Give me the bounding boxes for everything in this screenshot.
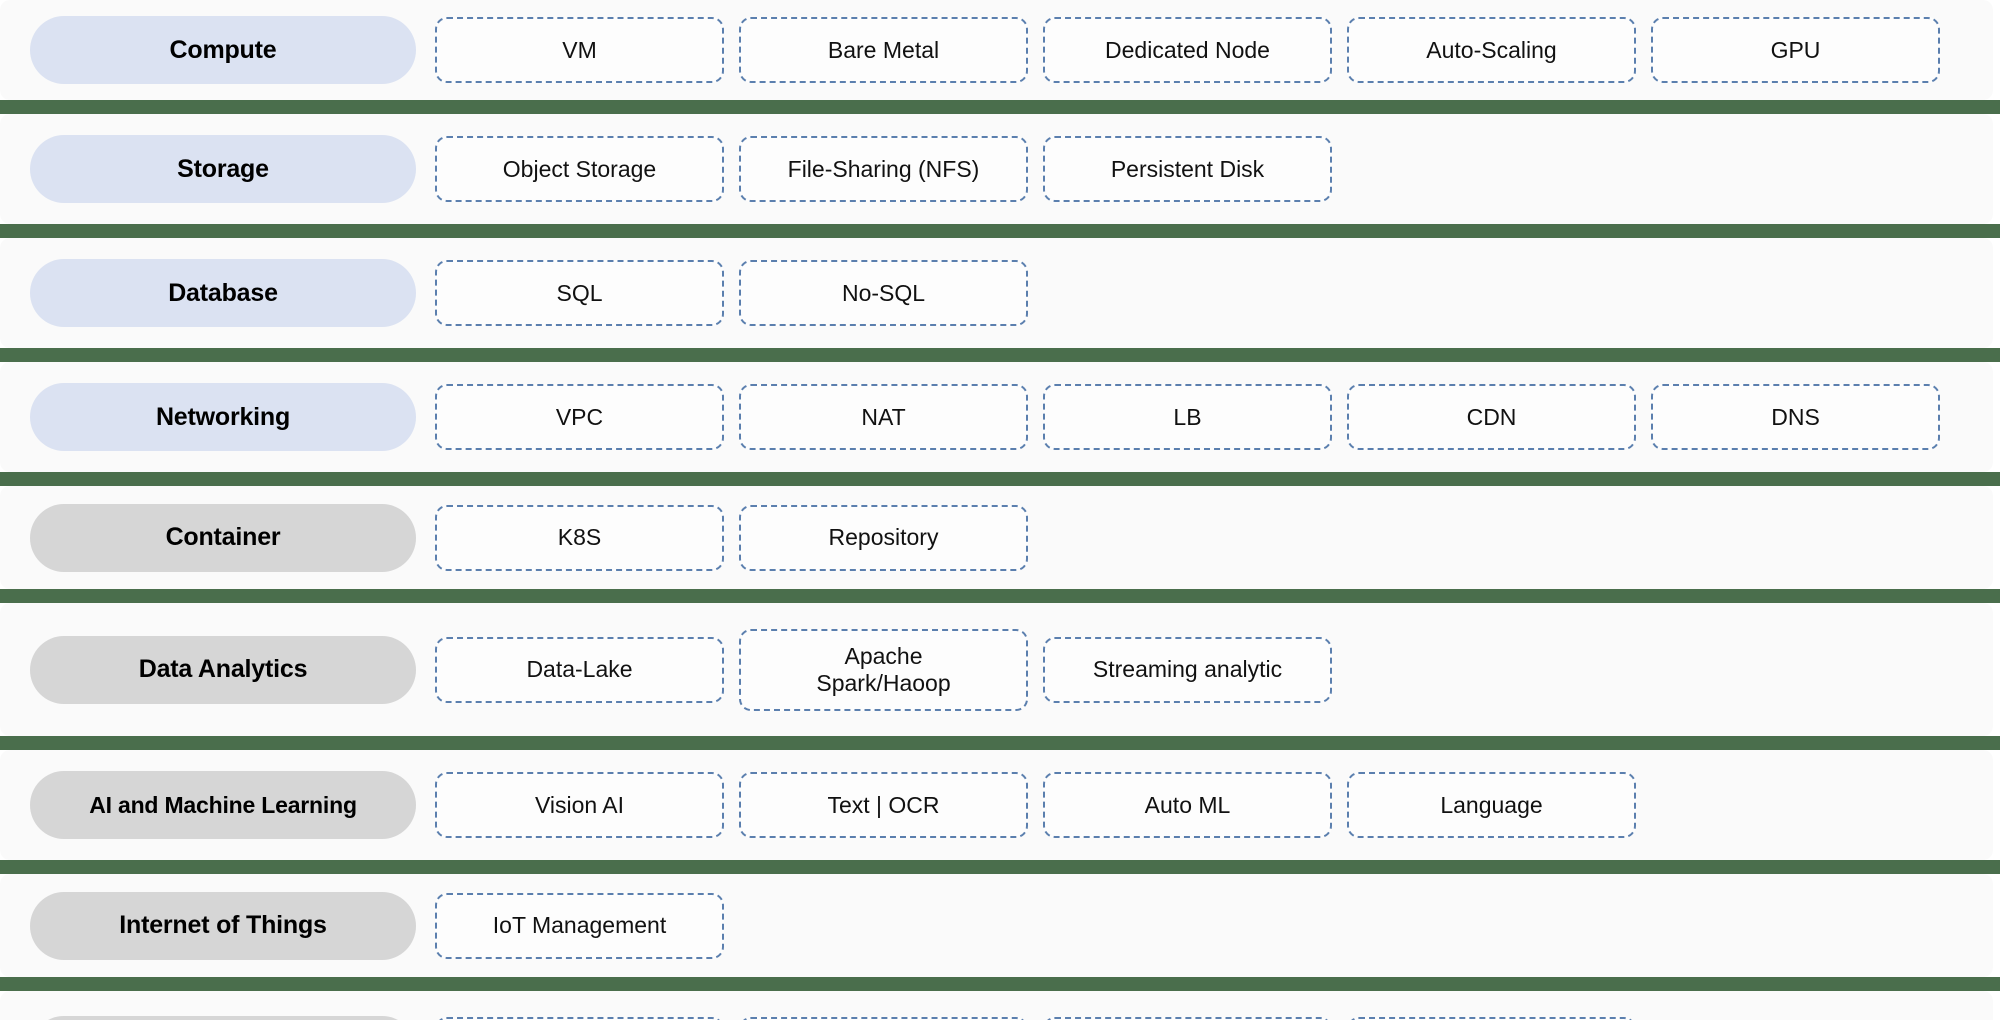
- row-separator: [0, 589, 2000, 603]
- service-item-box[interactable]: Persistent Disk: [1043, 136, 1332, 202]
- row-separator: [0, 224, 2000, 238]
- service-item-box[interactable]: Streaming analytic: [1043, 636, 1332, 703]
- service-item-box[interactable]: Bare Metal: [739, 17, 1028, 83]
- service-item-box[interactable]: NAT: [739, 384, 1028, 450]
- service-item-box[interactable]: DNS: [1651, 384, 1940, 450]
- category-pill[interactable]: Internet of Things: [30, 891, 416, 960]
- service-item-box[interactable]: Language: [1347, 772, 1636, 838]
- row-separator: [0, 348, 2000, 362]
- service-item-box[interactable]: Auto-Scaling: [1347, 17, 1636, 83]
- row-separator: [0, 860, 2000, 874]
- service-item-box[interactable]: No-SQL: [739, 260, 1028, 326]
- category-pill[interactable]: Networking: [30, 383, 416, 451]
- service-item-box[interactable]: Repository: [739, 504, 1028, 571]
- category-pill[interactable]: Storage: [30, 135, 416, 203]
- service-item-box[interactable]: Object Storage: [435, 136, 724, 202]
- category-pill[interactable]: AI and Machine Learning: [30, 771, 416, 839]
- service-item-box[interactable]: GPU: [1651, 17, 1940, 83]
- service-item-box[interactable]: Apache Spark/Haoop: [739, 628, 1028, 711]
- service-item-box[interactable]: Vision AI: [435, 772, 724, 838]
- service-item-box[interactable]: VPC: [435, 384, 724, 450]
- service-item-box[interactable]: LB: [1043, 384, 1332, 450]
- service-item-box[interactable]: Dedicated Node: [1043, 17, 1332, 83]
- service-item-list: DDOSFirewallWAFEncryption: [435, 1017, 1993, 1020]
- service-item-box[interactable]: File-Sharing (NFS): [739, 136, 1028, 202]
- category-pill[interactable]: Data Analytics: [30, 635, 416, 704]
- category-pill[interactable]: Database: [30, 259, 416, 327]
- service-item-box[interactable]: VM: [435, 17, 724, 83]
- row-separator: [0, 977, 2000, 991]
- category-pill[interactable]: Security: [30, 1016, 416, 1020]
- service-item-box[interactable]: SQL: [435, 260, 724, 326]
- service-item-box[interactable]: IoT Management: [435, 892, 724, 959]
- row-separator: [0, 100, 2000, 114]
- service-item-box[interactable]: Data-Lake: [435, 636, 724, 703]
- service-item-box[interactable]: Text | OCR: [739, 772, 1028, 838]
- category-pill[interactable]: Compute: [30, 16, 416, 84]
- service-item-box[interactable]: K8S: [435, 504, 724, 571]
- service-item-box[interactable]: CDN: [1347, 384, 1636, 450]
- category-pill[interactable]: Container: [30, 503, 416, 572]
- category-row: Internet of Things IoT Management: [0, 874, 1993, 977]
- service-item-box[interactable]: Auto ML: [1043, 772, 1332, 838]
- service-item-list: IoT Management: [435, 892, 1993, 959]
- row-separator: [0, 736, 2000, 750]
- row-separator: [0, 472, 2000, 486]
- category-row: Security DDOSFirewallWAFEncryption: [0, 991, 1993, 1020]
